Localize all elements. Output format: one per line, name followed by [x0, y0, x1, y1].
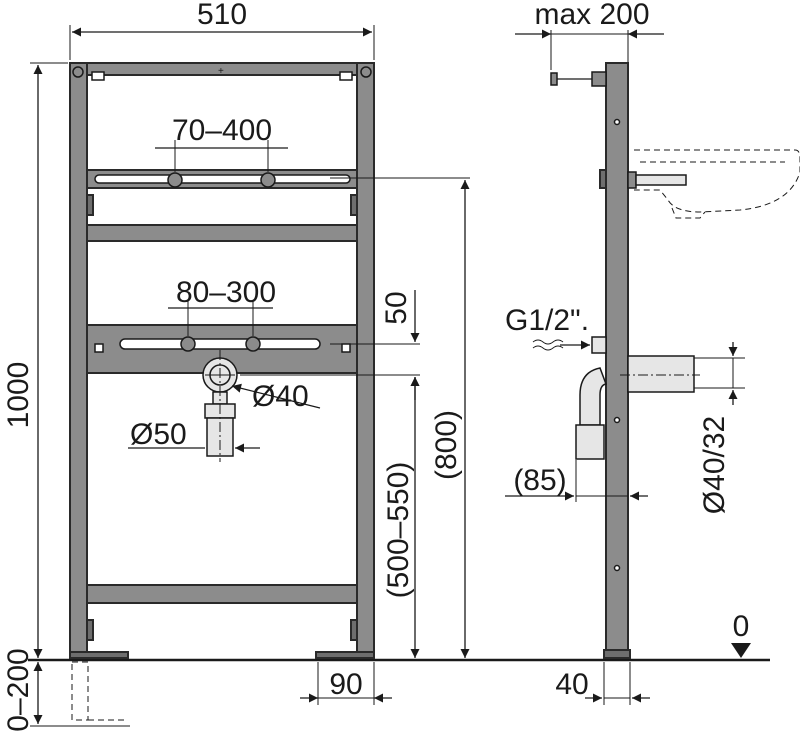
thread-label: G1/2".: [505, 304, 589, 337]
width-dimension: 510: [197, 0, 247, 31]
drain-diameter-label: Ø40: [252, 380, 309, 413]
side-frame: [550, 62, 687, 659]
pipe-diameter-label: Ø40/32: [698, 416, 731, 514]
floor-level-label: 0: [733, 610, 750, 643]
depth-dimension: (85): [513, 464, 566, 497]
supply-spacing-dimension: 80–300: [176, 276, 276, 309]
floor-level-marker: [731, 643, 751, 658]
drain-fitting: [202, 350, 238, 462]
max-dimension: max 200: [534, 0, 649, 31]
front-frame: +: [69, 62, 375, 659]
foot-dimension: 90: [329, 668, 362, 701]
height-dimension: 1000: [2, 362, 35, 429]
outlet-diameter-label: Ø50: [130, 418, 187, 451]
svg-text:+: +: [218, 66, 224, 77]
supply-height-dimension: (800): [430, 410, 463, 480]
adjustment-dimension: 0–200: [2, 648, 35, 731]
frame-depth-dimension: 40: [555, 668, 588, 701]
offset-dimension: 50: [380, 291, 413, 324]
fixing-range-dimension: 70–400: [172, 114, 272, 147]
washbasin-outline: [634, 149, 800, 219]
siphon-trap: [575, 355, 700, 460]
outlet-height-dimension: (500–550): [382, 462, 415, 599]
